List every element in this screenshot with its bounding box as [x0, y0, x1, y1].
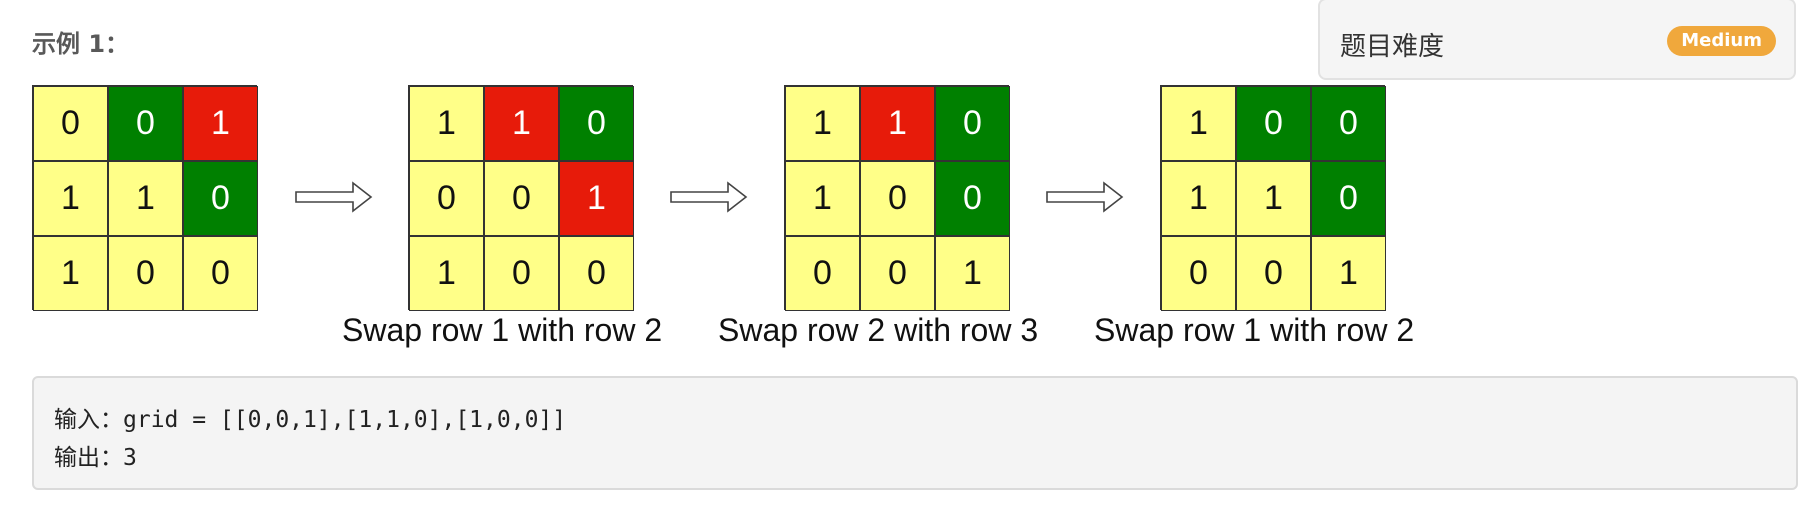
grid-cell: 1 [1161, 161, 1236, 236]
grid-cell: 0 [484, 161, 559, 236]
grid-cell: 0 [1236, 86, 1311, 161]
grid-cell: 1 [785, 86, 860, 161]
right-arrow-icon [1046, 181, 1124, 213]
grid-cell: 1 [108, 161, 183, 236]
grid-cell: 1 [860, 86, 935, 161]
grid-cell: 1 [183, 86, 258, 161]
difficulty-badge: Medium [1667, 26, 1776, 56]
grid-cell: 0 [935, 86, 1010, 161]
grid-cell: 1 [33, 236, 108, 311]
grid-cell: 0 [1161, 236, 1236, 311]
grid-cell: 0 [409, 161, 484, 236]
grid-cell: 1 [785, 161, 860, 236]
grid-cell: 0 [108, 86, 183, 161]
difficulty-panel: 题目难度 Medium [1318, 0, 1796, 80]
difficulty-label: 题目难度 [1340, 32, 1445, 62]
caption-step-1: Swap row 1 with row 2 [342, 312, 663, 348]
grid-cell: 1 [1161, 86, 1236, 161]
grid-cell: 0 [860, 161, 935, 236]
grid-cell: 1 [33, 161, 108, 236]
grid-cell: 0 [1236, 236, 1311, 311]
grid-cell: 1 [1311, 236, 1386, 311]
grid-cell: 1 [484, 86, 559, 161]
grid-cell: 0 [183, 236, 258, 311]
grid-cell: 1 [1236, 161, 1311, 236]
caption-step-2: Swap row 2 with row 3 [718, 312, 1039, 348]
input-line: 输入：grid = [[0,0,1],[1,1,0],[1,0,0]] [54, 407, 567, 433]
grid-cell: 0 [484, 236, 559, 311]
grid-cell: 0 [183, 161, 258, 236]
grid-cell: 1 [409, 86, 484, 161]
grid-cell: 0 [935, 161, 1010, 236]
grid-cell: 0 [33, 86, 108, 161]
grid-cell: 1 [559, 161, 634, 236]
grid-cell: 0 [860, 236, 935, 311]
grid-cell: 1 [409, 236, 484, 311]
grid-cell: 0 [785, 236, 860, 311]
right-arrow-icon [295, 181, 373, 213]
caption-step-3: Swap row 1 with row 2 [1094, 312, 1415, 348]
grid-cell: 0 [1311, 161, 1386, 236]
example-title: 示例 1： [32, 30, 130, 58]
right-arrow-icon [670, 181, 748, 213]
grid-cell: 0 [559, 236, 634, 311]
grid-cell: 0 [108, 236, 183, 311]
grid-cell: 0 [1311, 86, 1386, 161]
grid-cell: 1 [935, 236, 1010, 311]
example-code-block: 输入：grid = [[0,0,1],[1,1,0],[1,0,0]] 输出：3 [32, 376, 1798, 490]
grid-cell: 0 [559, 86, 634, 161]
output-line: 输出：3 [54, 445, 137, 471]
